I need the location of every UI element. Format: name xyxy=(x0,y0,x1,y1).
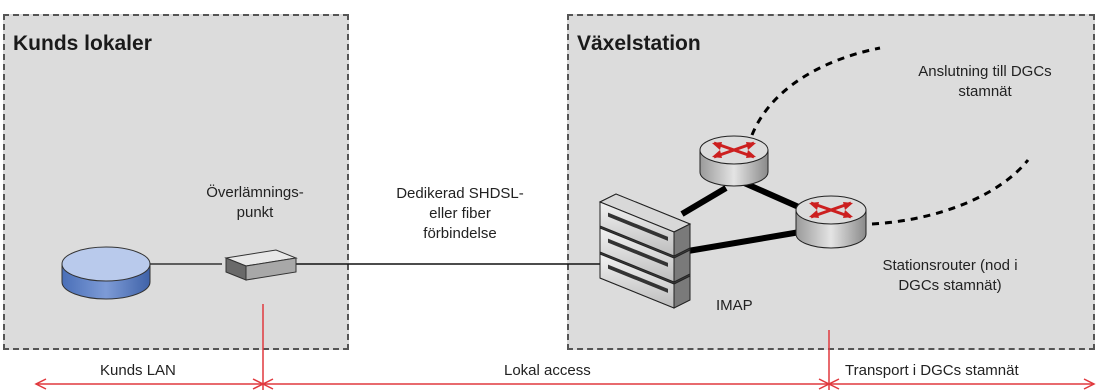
imap-label: IMAP xyxy=(716,297,753,314)
router-label-line1: Stationsrouter (nod i xyxy=(882,257,1018,274)
span-arrow-left xyxy=(34,378,47,390)
span-markers xyxy=(34,304,1096,390)
access-link-label: Dedikerad SHDSL- eller fiber förbindelse xyxy=(360,184,560,244)
handover-label-line2: punkt xyxy=(236,204,274,221)
router-label-line2: DGCs stamnät) xyxy=(898,277,1002,294)
handover-point-label: Överlämnings- punkt xyxy=(180,183,330,223)
customer-premises-title: Kunds lokaler xyxy=(13,32,152,55)
lan-disk-icon xyxy=(61,246,151,300)
handover-label-line1: Överlämnings- xyxy=(206,184,304,201)
span-label-customer-lan: Kunds LAN xyxy=(100,362,176,379)
station-router-icon xyxy=(795,195,867,249)
customer-premises-zone: Kunds lokaler xyxy=(3,14,349,350)
link-label-line1: Dedikerad SHDSL- xyxy=(396,185,524,202)
imap-router1-link xyxy=(680,185,728,217)
span-arrow-2b xyxy=(827,378,840,390)
handover-point-icon xyxy=(224,249,298,281)
imap-server-icon xyxy=(598,193,692,309)
backbone-connection-1 xyxy=(750,46,881,136)
core-router-icon xyxy=(699,135,769,187)
backbone-label-line2: stamnät xyxy=(958,83,1012,100)
span-arrow-right xyxy=(1083,378,1096,390)
backbone-label-line1: Anslutning till DGCs xyxy=(918,63,1052,80)
station-router-label: Stationsrouter (nod i DGCs stamnät) xyxy=(855,256,1045,296)
backbone-connection-label: Anslutning till DGCs stamnät xyxy=(890,62,1080,102)
span-label-local-access: Lokal access xyxy=(504,362,591,379)
link-label-line3: förbindelse xyxy=(423,225,497,242)
span-label-transport: Transport i DGCs stamnät xyxy=(845,362,1019,379)
span-arrow-1b xyxy=(261,378,274,390)
imap-router2-link xyxy=(681,229,801,255)
link-label-line2: eller fiber xyxy=(429,205,491,222)
exchange-title: Växelstation xyxy=(577,32,701,55)
backbone-connection-2 xyxy=(871,159,1030,226)
